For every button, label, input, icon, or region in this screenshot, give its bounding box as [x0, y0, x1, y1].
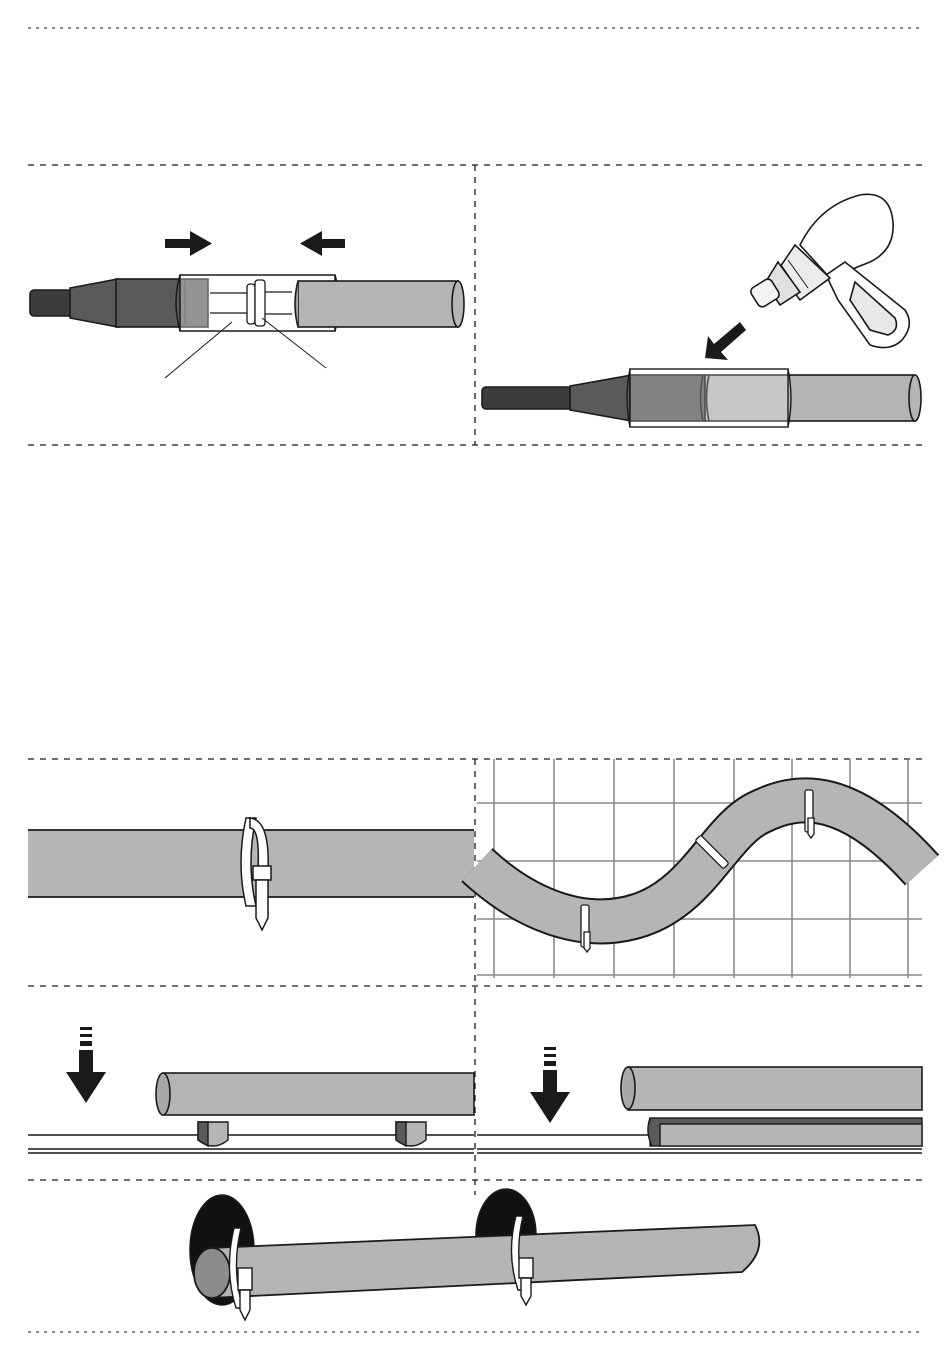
arrow-left-icon — [300, 231, 345, 256]
arrow-right-icon — [165, 231, 212, 256]
panel-cable-in-channel — [477, 1047, 922, 1153]
arrow-down-left-icon — [705, 322, 746, 360]
panel-cable-on-mesh — [477, 759, 922, 978]
arrow-down-icon — [530, 1047, 570, 1123]
panel-heat-shrink-sleeve — [482, 194, 921, 427]
shrink-sleeve — [627, 369, 791, 427]
panel-cable-joint-assembly — [30, 231, 464, 378]
right-cable — [295, 281, 464, 327]
panel-cable-tie-straight — [28, 818, 474, 930]
falling-cable-2 — [621, 1067, 922, 1110]
sloped-cable — [194, 1225, 759, 1298]
cable-channel — [477, 1118, 922, 1153]
panel-cable-on-clips — [28, 1027, 474, 1153]
panel-cable-on-pipe-mounts — [190, 1189, 759, 1320]
falling-cable — [156, 1073, 474, 1115]
heat-gun-icon — [749, 194, 909, 347]
arrow-down-icon — [66, 1027, 106, 1103]
cable-clips — [198, 1122, 426, 1146]
